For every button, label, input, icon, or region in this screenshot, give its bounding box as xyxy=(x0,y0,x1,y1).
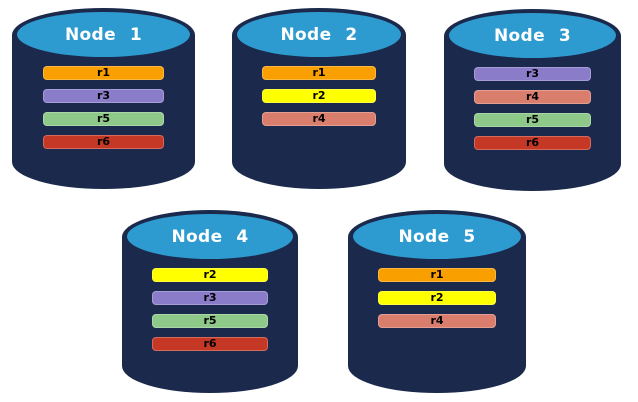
replica-bar-r3: r3 xyxy=(474,67,591,81)
node-2-cylinder: Node 2 r1 r2 r4 xyxy=(232,8,406,189)
node-title: Node 1 xyxy=(64,24,143,45)
replica-bar-r4: r4 xyxy=(474,90,591,104)
cylinder-top-ellipse: Node 2 xyxy=(237,12,401,57)
node-title: Node 5 xyxy=(398,226,476,247)
replica-bar-r1: r1 xyxy=(378,268,496,282)
replica-bar-r1: r1 xyxy=(261,66,377,80)
replica-bar-list: r1 r3 r5 r6 xyxy=(12,66,195,149)
node-1-cylinder: Node 1 r1 r3 r5 r6 xyxy=(12,8,195,189)
node-title: Node 2 xyxy=(280,24,358,45)
replica-bar-list: r1 r2 r4 xyxy=(232,66,406,126)
replica-bar-r3: r3 xyxy=(151,291,269,305)
node-4-cylinder: Node 4 r2 r3 r5 r6 xyxy=(122,210,298,393)
replica-bar-list: r1 r2 r4 xyxy=(348,268,526,328)
replica-bar-r2: r2 xyxy=(261,89,377,103)
replica-bar-r4: r4 xyxy=(378,314,496,328)
replica-bar-r3: r3 xyxy=(43,89,164,103)
replica-bar-list: r3 r4 r5 r6 xyxy=(444,67,621,150)
node-title: Node 4 xyxy=(171,226,249,247)
replica-bar-r6: r6 xyxy=(151,337,269,351)
node-title: Node 3 xyxy=(493,25,572,46)
replica-bar-r2: r2 xyxy=(151,268,269,282)
replica-bar-r5: r5 xyxy=(151,314,269,328)
node-5-cylinder: Node 5 r1 r2 r4 xyxy=(348,210,526,393)
replica-bar-r4: r4 xyxy=(261,112,377,126)
cylinder-top-ellipse: Node 5 xyxy=(353,214,521,259)
cylinder-top-ellipse: Node 3 xyxy=(449,13,616,58)
replica-bar-r5: r5 xyxy=(474,113,591,127)
replica-bar-r2: r2 xyxy=(378,291,496,305)
cylinder-top-ellipse: Node 1 xyxy=(17,12,190,57)
replica-bar-r5: r5 xyxy=(43,112,164,126)
replica-bar-list: r2 r3 r5 r6 xyxy=(122,268,298,351)
replica-bar-r1: r1 xyxy=(43,66,164,80)
node-3-cylinder: Node 3 r3 r4 r5 r6 xyxy=(444,9,621,191)
cylinder-top-ellipse: Node 4 xyxy=(127,214,293,259)
replica-bar-r6: r6 xyxy=(43,135,164,149)
replica-bar-r6: r6 xyxy=(474,136,591,150)
